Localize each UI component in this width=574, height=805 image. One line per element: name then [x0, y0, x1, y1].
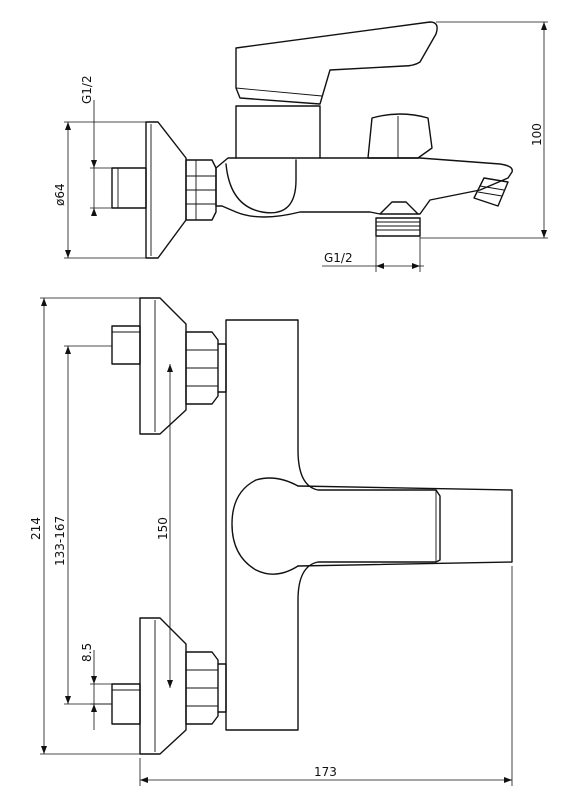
dim-total-depth-label: 173 [314, 765, 337, 779]
hex-nut-side [185, 159, 217, 221]
side-view [111, 21, 513, 259]
faucet-body-side [215, 157, 513, 218]
upper-hex-nut-front [185, 331, 219, 405]
upper-inlet-stub-front [111, 325, 141, 365]
dim-height-label: 100 [530, 123, 544, 146]
dim-thread-vertical-label: G1/2 [80, 75, 94, 104]
dim-diameter-label: ø64 [53, 183, 67, 206]
dim-center-distance-label: 150 [156, 517, 170, 540]
lower-wall-flange-front [139, 617, 187, 755]
wall-flange-side [145, 121, 187, 259]
dim-thread-offset-label: 8.5 [80, 643, 94, 662]
lower-hex-nut-front [185, 651, 219, 725]
cartridge-housing-side [235, 105, 321, 159]
dim-total-height-label: 214 [29, 517, 43, 540]
bottom-outlet-side [379, 201, 419, 215]
handle-disc-front [231, 477, 299, 575]
front-view [111, 297, 513, 755]
inlet-stub-side [111, 167, 147, 209]
upper-wall-flange-front [139, 297, 187, 435]
side-view-dimensions: G1/2 ø64 G1/2 100 [53, 21, 548, 272]
faucet-body-front [225, 319, 441, 731]
dim-connection-range-label: 133-167 [53, 516, 67, 566]
handle-lever-front [297, 485, 513, 567]
dim-thread-horizontal-label: G1/2 [324, 251, 353, 265]
front-view-dimensions: 214 133-167 150 8.5 173 [29, 297, 513, 786]
diverter-knob-side [367, 113, 433, 159]
handle-lever-side [235, 21, 438, 105]
spout-aerator [473, 177, 509, 207]
